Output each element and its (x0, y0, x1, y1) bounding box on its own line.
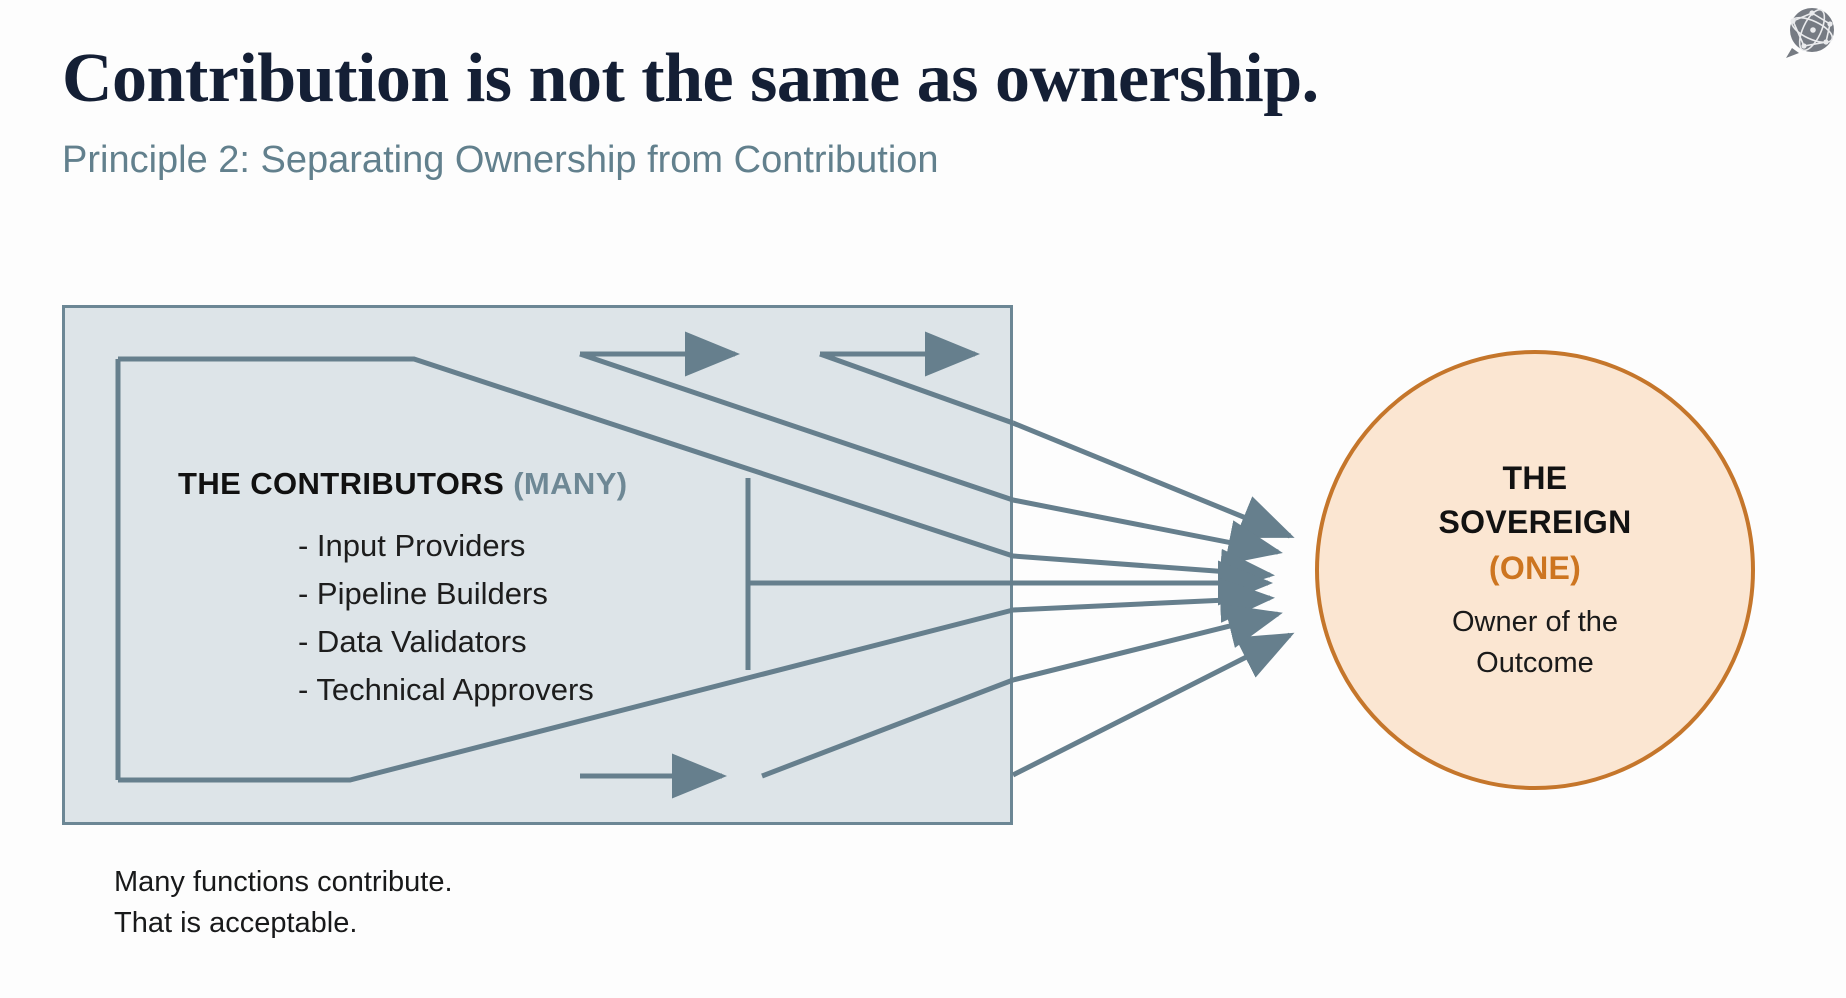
sovereign-description-line2: Outcome (1476, 647, 1594, 679)
network-globe-logo-icon (1782, 4, 1838, 60)
slide-title: Contribution is not the same as ownershi… (62, 40, 1319, 117)
contributors-list: - Input Providers - Pipeline Builders - … (298, 522, 594, 714)
contributors-heading-qualifier: (MANY) (513, 466, 628, 501)
sovereign-title: THE SOVEREIGN (1439, 456, 1632, 544)
slide-caption: Many functions contribute. That is accep… (114, 862, 453, 944)
sovereign-title-line1: THE (1502, 460, 1568, 496)
sovereign-description-line1: Owner of the (1451, 606, 1619, 638)
list-item: - Pipeline Builders (298, 576, 548, 611)
sovereign-circle: THE SOVEREIGN (ONE) Owner of the Outcome (1315, 350, 1755, 790)
list-item: - Data Validators (298, 624, 527, 659)
contributors-heading: THE CONTRIBUTORS (MANY) (178, 466, 628, 502)
caption-line-1: Many functions contribute. (114, 866, 453, 898)
sovereign-qualifier: (ONE) (1488, 550, 1582, 586)
list-item: - Technical Approvers (298, 672, 594, 707)
contributors-heading-main: THE CONTRIBUTORS (178, 466, 505, 501)
slide-subtitle: Principle 2: Separating Ownership from C… (62, 139, 939, 181)
list-item: - Input Providers (298, 528, 526, 563)
caption-line-2: That is acceptable. (114, 907, 358, 939)
sovereign-description: Owner of the Outcome (1452, 602, 1618, 684)
sovereign-title-line2: SOVEREIGN (1438, 504, 1632, 540)
